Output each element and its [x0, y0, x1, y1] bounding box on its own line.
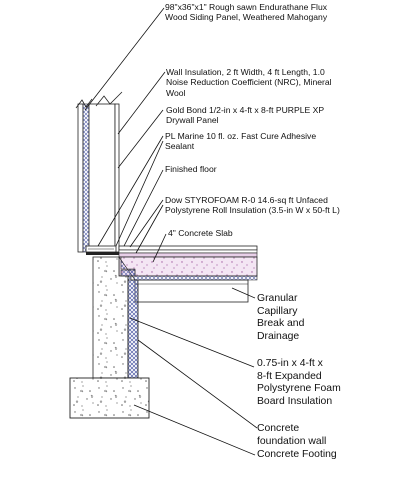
siding-panel: [77, 103, 84, 253]
break-line: [95, 91, 123, 107]
label-line: Wall Insulation, 2 ft Width, 4 ft Length…: [166, 67, 325, 77]
label-wall-insulation: Wall Insulation, 2 ft Width, 4 ft Length…: [166, 67, 332, 98]
label-line: Polystyrene Foam: [257, 383, 341, 395]
label-line: PL Marine 10 fl. oz. Fast Cure Adhesive: [165, 131, 317, 141]
label-line: Drywall Panel: [166, 115, 219, 126]
label-line: Sealant: [165, 141, 195, 152]
wall-sheathing: [82, 103, 90, 253]
break-line: [75, 98, 93, 109]
label-foundation-wall: Concrete foundation wall: [257, 423, 326, 448]
label-drywall: Gold Bond 1/2-in x 4-ft x 8-ft PURPLE XP…: [166, 105, 324, 126]
label-roll-insulation: Dow STYROFOAM R-0 14.6-sq ft Unfaced Pol…: [165, 195, 340, 216]
label-finished-floor: Finished floor: [165, 164, 217, 174]
wall-insulation-cavity: [88, 103, 116, 253]
foam-board-edge: [120, 269, 136, 277]
label-granular: Granular Capillary Break and Drainage: [257, 293, 304, 344]
label-footing: Concrete Footing: [257, 449, 337, 462]
label-line: Wool: [166, 87, 186, 98]
label-line: Gold Bond 1/2-in x 4-ft x 8-ft PURPLE XP: [166, 105, 325, 115]
label-line: Drainage: [257, 331, 300, 343]
concrete-footing: [69, 377, 150, 419]
label-line: Polystyrene Roll Insulation (3.5-in W x …: [165, 205, 340, 216]
label-line: Concrete Footing: [257, 449, 337, 460]
roll-insulation-layer: [118, 252, 258, 258]
label-line: Noise Reduction Coefficient (NRC), Miner…: [166, 77, 332, 88]
label-line: 98"x36"x1" Rough sawn Endurathane Flux: [165, 2, 328, 12]
label-siding: 98"x36"x1" Rough sawn Endurathane Flux W…: [165, 2, 327, 23]
floor-slab-assembly: [118, 245, 258, 303]
label-line: 8-ft Expanded: [257, 370, 322, 382]
label-line: Break and: [257, 318, 305, 330]
label-line: Dow STYROFOAM R-0 14.6-sq ft Unfaced: [165, 195, 328, 205]
label-line: 4" Concrete Slab: [168, 228, 233, 238]
label-line: 0.75-in x 4-ft x: [257, 358, 323, 369]
foam-board-vertical: [127, 279, 139, 379]
label-adhesive: PL Marine 10 fl. oz. Fast Cure Adhesive …: [165, 131, 316, 152]
wall-assembly: [75, 91, 123, 255]
foundation-assembly: [69, 256, 258, 419]
label-line: Capillary: [257, 305, 298, 317]
label-line: Board Insulation: [257, 396, 333, 408]
label-line: Granular: [257, 293, 298, 304]
sill-gasket: [86, 252, 120, 255]
label-foam-board: 0.75-in x 4-ft x 8-ft Expanded Polystyre…: [257, 358, 341, 409]
label-line: Wood Siding Panel, Weathered Mahogany: [165, 12, 328, 23]
leader-lines: [84, 7, 258, 456]
label-line: foundation wall: [257, 435, 327, 447]
floor-underlay: [118, 249, 258, 254]
concrete-slab: [118, 256, 258, 277]
label-concrete-slab: 4" Concrete Slab: [168, 228, 233, 238]
granular-drainage: [134, 279, 249, 303]
label-line: Finished floor: [165, 164, 217, 174]
drywall-panel: [114, 103, 120, 253]
label-line: Concrete: [257, 423, 300, 434]
